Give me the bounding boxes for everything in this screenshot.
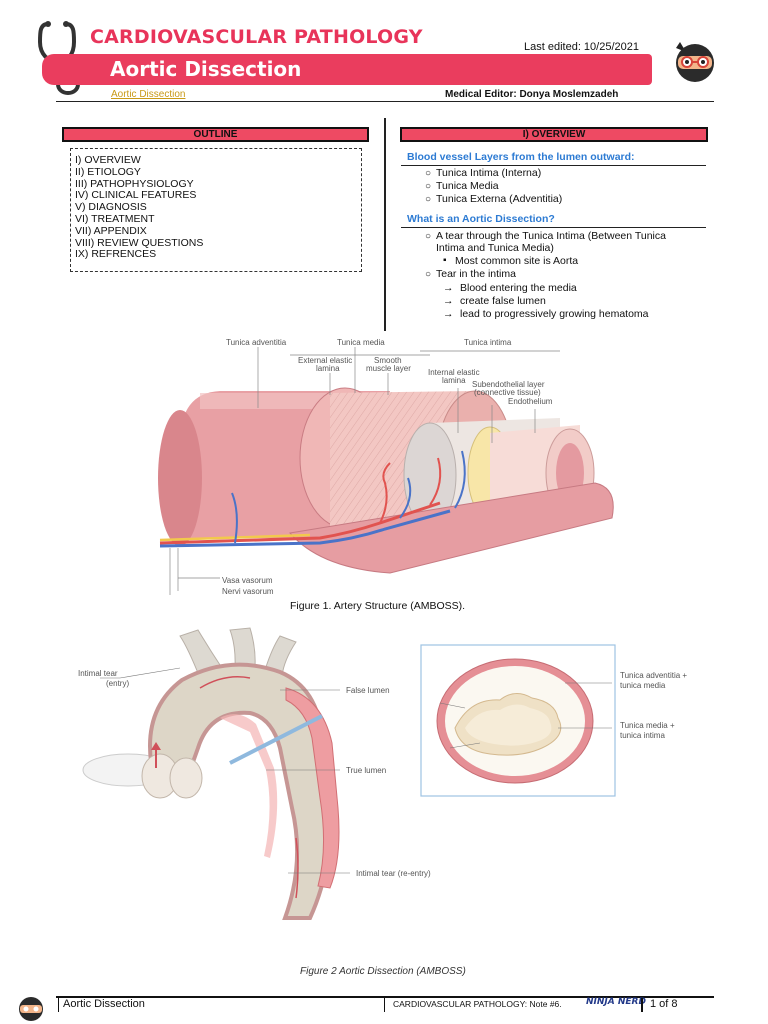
outline-heading: OUTLINE: [62, 127, 369, 142]
ninja-footer-icon: [19, 997, 43, 1021]
topic-title: Aortic Dissection: [110, 57, 302, 81]
label-tunica-media: Tunica media: [337, 338, 385, 347]
footer-separator: [384, 998, 385, 1012]
label-intimal-tear-entry: Intimal tear: [78, 669, 118, 678]
arrow-right-icon: →: [443, 308, 454, 320]
outline-list: I) OVERVIEW II) ETIOLOGY III) PATHOPHYSI…: [70, 148, 362, 272]
logo-text: NINJA NERD: [586, 997, 646, 1007]
label-internal-elastic: Internal elastic: [428, 368, 480, 377]
overview-heading: I) OVERVIEW: [400, 127, 708, 142]
label-true-lumen: True lumen: [346, 766, 386, 775]
footer-divider: [56, 996, 714, 998]
footer-topic: Aortic Dissection: [63, 998, 145, 1010]
common-site: Most common site is Aorta: [455, 255, 579, 267]
bullet-circle-icon: ○: [425, 269, 432, 280]
label-nervi-vasorum: Nervi vasorum: [222, 587, 274, 595]
document-title: CARDIOVASCULAR PATHOLOGY: [90, 26, 423, 48]
label-tunica-intima: Tunica intima: [464, 338, 512, 347]
outline-item[interactable]: VIII) REVIEW QUESTIONS: [75, 236, 204, 249]
bullet-square-icon: ▪: [443, 255, 447, 266]
outline-item[interactable]: VII) APPENDIX: [75, 224, 147, 237]
outline-item[interactable]: V) DIAGNOSIS: [75, 201, 147, 214]
artery-structure-illustration: Tunica adventitia Tunica media Tunica in…: [158, 338, 614, 595]
label-false-lumen: False lumen: [346, 686, 390, 695]
ninja-nerd-logo: NINJA NERD: [586, 997, 646, 1007]
medical-editor: Medical Editor: Donya Moslemzadeh: [445, 89, 619, 100]
label-smooth-muscle-2: muscle layer: [366, 364, 411, 373]
topic-link[interactable]: Aortic Dissection: [111, 89, 186, 100]
label-external-elastic-2: lamina: [316, 364, 340, 373]
title-banner: [42, 54, 652, 85]
aortic-dissection-illustration: Intimal tear (entry) False lumen True lu…: [78, 627, 687, 920]
label-subendothelial: Subendothelial layer: [472, 380, 545, 389]
tear-description: A tear through the Tunica Intima (Betwee…: [436, 230, 666, 242]
bullet-circle-icon: ○: [425, 194, 432, 205]
last-edited-date: Last edited: 10/25/2021: [524, 41, 639, 53]
tear-intima: Tear in the intima: [436, 268, 516, 280]
arrow-right-icon: →: [443, 295, 454, 307]
header-divider: [56, 101, 714, 102]
label-internal-elastic-2: lamina: [442, 376, 466, 385]
layers-heading: Blood vessel Layers from the lumen outwa…: [407, 151, 635, 163]
footer-separator: [641, 998, 643, 1012]
label-media-intima-2: tunica intima: [620, 731, 665, 740]
label-vasa-vasorum: Vasa vasorum: [222, 576, 273, 585]
arrow-item: create false lumen: [460, 295, 546, 307]
label-external-elastic: External elastic: [298, 356, 352, 365]
label-adventitia-media-2: tunica media: [620, 681, 666, 690]
outline-item[interactable]: VI) TREATMENT: [75, 212, 155, 225]
figure-2-caption: Figure 2 Aortic Dissection (AMBOSS): [300, 966, 466, 977]
label-smooth-muscle: Smooth: [374, 356, 402, 365]
layers-heading-rule: [401, 165, 706, 166]
footer-note: CARDIOVASCULAR PATHOLOGY: Note #6.: [393, 999, 562, 1009]
arrow-item: lead to progressively growing hematoma: [460, 308, 649, 320]
what-heading-rule: [401, 227, 706, 228]
page-number: 1 of 8: [650, 998, 678, 1010]
label-intimal-tear-reentry: Intimal tear (re-entry): [356, 869, 431, 878]
label-intimal-tear-entry-2: (entry): [106, 679, 129, 688]
label-media-intima: Tunica media +: [620, 721, 675, 730]
outline-item[interactable]: I) OVERVIEW: [75, 154, 141, 166]
layer-item: Tunica Media: [436, 180, 499, 192]
label-tunica-adventitia: Tunica adventitia: [226, 338, 287, 347]
bullet-circle-icon: ○: [425, 231, 432, 242]
ninja-mascot-icon: [676, 42, 714, 82]
label-endothelium: Endothelium: [508, 397, 553, 406]
tear-description-cont: Intima and Tunica Media): [436, 242, 554, 254]
outline-item[interactable]: IX) REFRENCES: [75, 248, 157, 261]
arrow-right-icon: →: [443, 282, 454, 294]
bullet-circle-icon: ○: [425, 168, 432, 179]
footer-separator: [58, 998, 59, 1012]
layer-item: Tunica Intima (Interna): [436, 167, 542, 179]
label-adventitia-media: Tunica adventitia +: [620, 671, 687, 680]
outline-item[interactable]: II) ETIOLOGY: [75, 165, 141, 178]
outline-item[interactable]: IV) CLINICAL FEATURES: [75, 189, 197, 202]
outline-item[interactable]: III) PATHOPHYSIOLOGY: [75, 177, 194, 190]
label-subendothelial-2: (connective tissue): [474, 388, 541, 397]
what-heading: What is an Aortic Dissection?: [407, 213, 555, 225]
column-divider: [384, 118, 386, 331]
figure-1-caption: Figure 1. Artery Structure (AMBOSS).: [290, 600, 466, 612]
arrow-item: Blood entering the media: [460, 282, 577, 294]
bullet-circle-icon: ○: [425, 181, 432, 192]
layer-item: Tunica Externa (Adventitia): [436, 193, 563, 205]
